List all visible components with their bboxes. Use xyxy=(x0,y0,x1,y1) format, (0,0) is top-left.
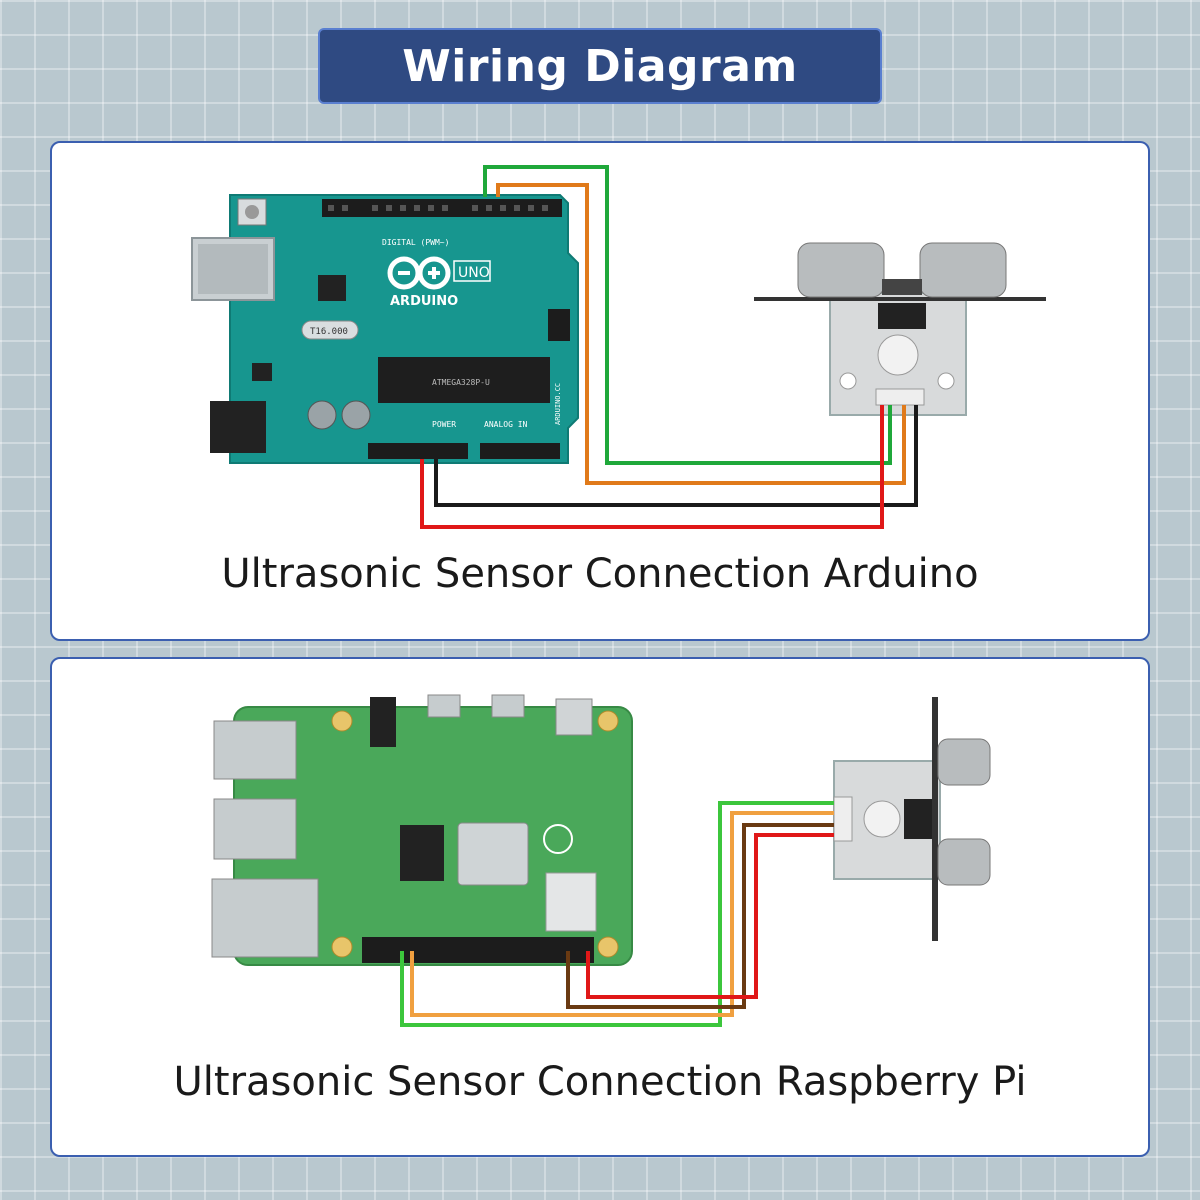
ultrasonic-sensor-rotated xyxy=(833,697,991,941)
wire-brown xyxy=(566,823,834,1009)
capacitor-2 xyxy=(341,400,371,430)
transducer-right xyxy=(919,242,1007,298)
power-jack xyxy=(210,401,266,453)
page-title: Wiring Diagram xyxy=(402,40,798,92)
wire-orange xyxy=(496,183,906,485)
usb-c-port xyxy=(555,698,593,736)
usb-chip xyxy=(318,275,346,301)
raspberry-pi-wiring-diagram xyxy=(211,694,991,1027)
sensor-connector xyxy=(833,796,853,842)
arduino-logo xyxy=(387,256,451,290)
sensor-mount-hole xyxy=(863,800,901,838)
arduino-panel: DIGITAL (PWM~) UNO ARDUINO T16.000 ATMEG… xyxy=(50,141,1150,641)
board-model: UNO xyxy=(458,265,490,281)
arduino-uno-board: DIGITAL (PWM~) UNO ARDUINO T16.000 ATMEG… xyxy=(191,194,579,464)
soc-chip xyxy=(457,822,529,886)
wire-green xyxy=(483,165,892,465)
ethernet-port xyxy=(211,878,319,958)
arduino-wires xyxy=(420,165,918,529)
audio-jack xyxy=(370,697,396,747)
ultrasonic-sensor xyxy=(754,242,1046,416)
digital-header-label: DIGITAL (PWM~) xyxy=(382,238,449,247)
transducer-bottom xyxy=(937,838,991,886)
gpio-header xyxy=(362,937,594,963)
crystal xyxy=(301,320,359,340)
chip-label: ATMEGA328P-U xyxy=(432,378,490,387)
raspberry-pi-panel: Ultrasonic Sensor Connection Raspberry P… xyxy=(50,657,1150,1157)
sensor-connector xyxy=(875,388,925,406)
wire-black xyxy=(434,405,918,507)
wire-orange xyxy=(410,811,834,1017)
micro-hdmi-1 xyxy=(427,694,461,718)
arduino-wiring-diagram: DIGITAL (PWM~) UNO ARDUINO T16.000 ATMEG… xyxy=(191,165,1046,529)
micro-hdmi-2 xyxy=(491,694,525,718)
sensor-pin-header xyxy=(904,799,932,839)
capacitor-1 xyxy=(307,400,337,430)
usb-controller xyxy=(545,872,597,932)
ram-chip xyxy=(400,825,444,881)
transducer-top xyxy=(937,738,991,786)
analog-header xyxy=(480,443,560,459)
arduino-caption: Ultrasonic Sensor Connection Arduino xyxy=(221,551,979,597)
board-brand: ARDUINO xyxy=(390,294,458,309)
transducer-left xyxy=(797,242,885,298)
atmega-chip xyxy=(378,357,550,403)
raspberry-logo xyxy=(543,824,573,854)
svg-text:ARDUINO.CC: ARDUINO.CC xyxy=(554,383,562,425)
title-banner: Wiring Diagram xyxy=(318,28,882,104)
sensor-ic-header xyxy=(878,303,926,329)
wire-red xyxy=(586,833,834,999)
svg-text:ANALOG IN: ANALOG IN xyxy=(484,420,528,429)
usb-port-top xyxy=(213,720,297,780)
raspberry-pi-wires xyxy=(400,801,834,1027)
icsp-header xyxy=(548,309,570,341)
svg-text:POWER: POWER xyxy=(432,420,456,429)
wire-green xyxy=(400,801,834,1027)
wire-red xyxy=(420,405,884,529)
raspberry-pi-caption: Ultrasonic Sensor Connection Raspberry P… xyxy=(173,1059,1027,1105)
usb-port-middle xyxy=(213,798,297,860)
raspberry-pi-board xyxy=(211,694,633,966)
sensor-mount-hole xyxy=(877,334,919,376)
svg-text:T16.000: T16.000 xyxy=(310,327,348,337)
power-header xyxy=(368,443,468,459)
